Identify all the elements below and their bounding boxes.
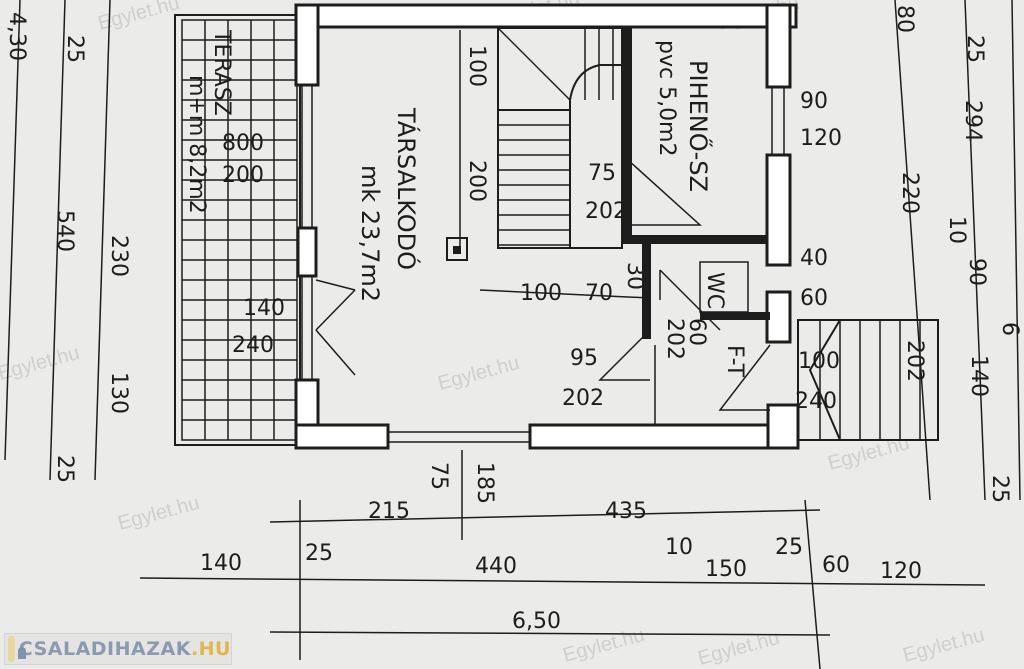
dim-right: 140: [966, 355, 991, 397]
terrace-door-height: 200: [222, 163, 264, 188]
interior-dim: 100: [520, 281, 562, 306]
door-height: 240: [795, 389, 837, 414]
window-width: 40: [800, 246, 828, 271]
dim-right: 90: [964, 258, 989, 286]
watermark: Egylet.hu: [901, 624, 987, 667]
rest-room-name: PIHENŐ-SZ: [684, 60, 714, 192]
hall-door-width: 60: [684, 318, 709, 346]
dim-left: 540: [52, 210, 77, 252]
window: [771, 87, 785, 155]
wc-label: WC: [702, 272, 727, 309]
site-logo[interactable]: CSALADIHAZAK.HU: [4, 633, 232, 665]
dim-bottom: 25: [775, 535, 803, 560]
walls: [294, 3, 800, 450]
window-height: 120: [800, 126, 842, 151]
terrace-floor: m+m 8,2m2: [184, 75, 209, 214]
exterior-stair-dim: 202: [902, 340, 927, 382]
logo-suffix: .HU: [190, 638, 231, 660]
dim-left: 25: [62, 35, 87, 63]
window-width: 140: [243, 296, 285, 321]
terrace-door-width: 800: [222, 131, 264, 156]
hall-door-height: 202: [662, 318, 687, 360]
window: [388, 431, 530, 443]
interior-dim: 70: [585, 281, 613, 306]
dim-bottom: 120: [880, 559, 922, 584]
stair-step: [497, 27, 571, 101]
dim-bottom: 435: [605, 499, 647, 524]
dim-right: 6: [997, 322, 1022, 336]
dim-bottom: 215: [368, 499, 410, 524]
dim-bottom: 75: [426, 462, 451, 490]
dim-right: 25: [962, 35, 987, 63]
dim-bottom: 440: [475, 554, 517, 579]
logo-name: CSALADIHAZAK: [18, 638, 191, 660]
rest-room-floor: pvc 5,0m2: [654, 40, 679, 157]
dim-right: 25: [987, 475, 1012, 503]
dim-total: 6,50: [512, 609, 561, 634]
logo-text: CSALADIHAZAK.HU: [19, 638, 231, 660]
dim-right: 10: [944, 216, 969, 244]
window: [301, 276, 313, 380]
window: [301, 85, 313, 228]
dim-bottom: 150: [705, 557, 747, 582]
watermark: Egylet.hu: [696, 627, 782, 669]
dim-bottom: 25: [305, 541, 333, 566]
dim-bottom: 185: [472, 462, 497, 504]
dim-right: 294: [960, 100, 985, 142]
dim-left: 130: [106, 372, 131, 414]
stair-dim: 100: [464, 45, 489, 87]
door-width: 95: [570, 346, 598, 371]
dim-bottom: 60: [822, 553, 850, 578]
window-height: 240: [232, 333, 274, 358]
watermark: Egylet.hu: [436, 352, 522, 395]
door-width: 100: [798, 349, 840, 374]
stair-dim: 200: [464, 160, 489, 202]
interior-dim: 30: [622, 262, 647, 290]
dim-left: 230: [106, 235, 131, 277]
dim-bottom: 140: [200, 551, 242, 576]
window-width: 90: [800, 89, 828, 114]
door-height: 202: [562, 386, 604, 411]
window-height: 60: [800, 286, 828, 311]
wc-fixture: [699, 261, 749, 313]
chimney: [446, 237, 468, 261]
exterior-stairs: [797, 319, 939, 441]
door-width: 75: [588, 161, 616, 186]
watermark: Egylet.hu: [561, 624, 647, 667]
house-icon: [8, 636, 26, 662]
dim-right: 80: [892, 5, 917, 33]
watermark: Egylet.hu: [116, 492, 202, 535]
dim-left: 4,30: [4, 12, 29, 61]
dim-bottom: 10: [665, 535, 693, 560]
doors: [315, 159, 771, 411]
door-height: 202: [585, 199, 627, 224]
dimension-lines: [4, 0, 1021, 669]
dim-left: 25: [52, 455, 77, 483]
terrace-name: TERASZ: [209, 29, 234, 116]
hall-name: F-T: [722, 345, 747, 378]
dim-right: 220: [897, 172, 922, 214]
living-room-name: TÁRSALKODÓ: [392, 107, 422, 270]
watermark: Egylet.hu: [0, 342, 82, 385]
staircase: [497, 27, 623, 249]
labels: 4,30 25 540 230 130 25 TERASZ m+m 8,2m2 …: [4, 5, 1022, 634]
living-room-floor: mk 23,7m2: [356, 165, 384, 302]
